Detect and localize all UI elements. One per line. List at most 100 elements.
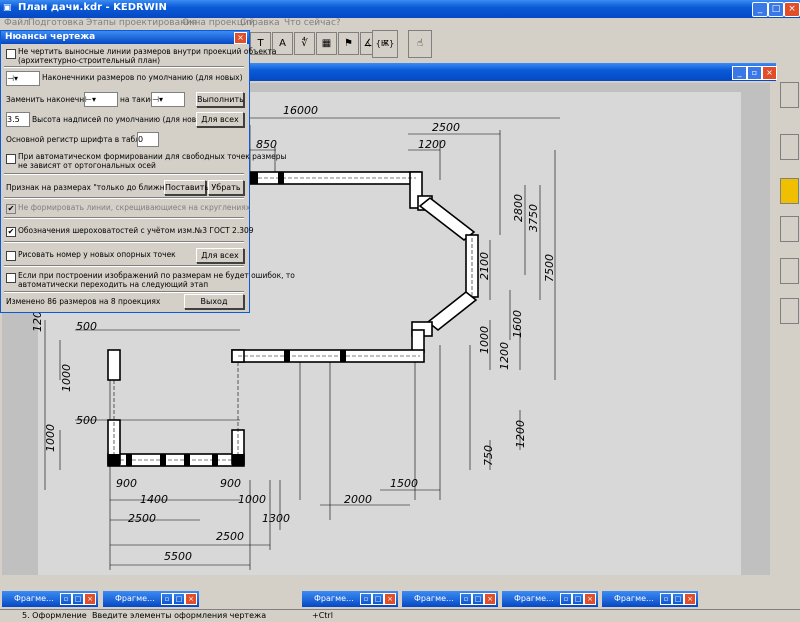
menu-prepare[interactable]: Подготовка [28,18,84,28]
points-tool-icon[interactable] [780,82,799,108]
dim-label: 2100 [478,252,491,280]
replace-to-label: на такие [120,95,155,104]
auto-dims-label-2: не зависят от ортогональных осей [18,161,156,170]
formula-tool-icon[interactable]: ∜ [294,32,315,55]
maximize-button[interactable]: □ [768,2,784,17]
letter-tool-icon[interactable]: A [272,32,293,55]
fragment-max-icon[interactable]: □ [72,593,84,605]
dim-label: 2500 [128,512,156,525]
hand-icon[interactable]: ☝ [408,30,432,58]
no-extension-lines-label-2: (архитектурно-строительный план) [18,56,160,65]
number-for-all-button[interactable]: Для всех [196,248,244,263]
drawing-minimize-button[interactable]: _ [732,66,747,80]
draw-point-number-checkbox[interactable] [6,251,16,261]
toolbar: T A ∜ ▦ ⚑ ∡ {Ѭ} ☝ [0,30,800,60]
menu-views[interactable]: Окна проекций [182,18,255,28]
auto-next-stage-label-2: автоматически переходить на следующий эт… [18,280,209,289]
replace-from-select[interactable]: ⊢▾ [84,92,118,107]
dim-label: 1000 [44,424,57,452]
dim-label: 3750 [527,204,540,232]
hatch-tool-icon[interactable]: ▦ [316,32,337,55]
font-register-spinner[interactable]: 0 [137,132,159,147]
fragment-restore-icon[interactable]: ▫ [460,593,472,605]
no-extension-lines-checkbox[interactable] [6,49,16,59]
dim-label: 1300 [262,512,290,525]
height-for-all-button[interactable]: Для всех [196,112,244,127]
execute-button[interactable]: Выполнить [196,92,244,107]
menu-help[interactable]: Справка [240,18,280,28]
flag-tool-icon[interactable]: ⚑ [338,32,359,55]
fragment-window-2[interactable]: Фрагме... ▫ □ × [103,591,199,607]
menu-stages[interactable]: Этапы проектирования [86,18,198,28]
default-arrow-label: Наконечники размеров по умолчанию (для н… [42,73,243,82]
auto-dims-checkbox[interactable] [6,154,16,164]
dim-label: 1000 [238,493,266,506]
default-arrow-select[interactable]: ⊣▾ [6,71,40,86]
fragment-restore-icon[interactable]: ▫ [560,593,572,605]
fragment-max-icon[interactable]: □ [572,593,584,605]
set-button[interactable]: Поставить [164,180,209,195]
stage-tool-icon[interactable] [780,216,799,242]
changed-summary: Изменено 86 размеров на 8 проекциях [6,297,161,306]
fragment-close-icon[interactable]: × [384,593,396,605]
fragment-window-5[interactable]: Фрагме... ▫ □ × [502,591,598,607]
fragment-close-icon[interactable]: × [84,593,96,605]
remove-button[interactable]: Убрать [208,180,244,195]
dim-label: 1200 [514,420,527,448]
horizontal-scrollbar[interactable] [2,575,770,587]
drawing-nuances-dialog: Нюансы чертежа × Не чертить выносные лин… [0,30,295,313]
roughness-label: Обозначения шероховатостей с учётом изм.… [18,226,254,235]
app-icon: ▣ [3,3,12,13]
fragment-restore-icon[interactable]: ▫ [360,593,372,605]
fragment-max-icon[interactable]: □ [472,593,484,605]
fragment-window-3[interactable]: Фрагме... ▫ □ × [302,591,398,607]
fragment-restore-icon[interactable]: ▫ [660,593,672,605]
fragment-close-icon[interactable]: × [185,593,197,605]
fragment-close-icon[interactable]: × [684,593,696,605]
fragment-close-icon[interactable]: × [484,593,496,605]
no-rounding-lines-label: Не формировать линии, скрещивающиеся на … [18,203,251,212]
dim-label: 5500 [164,550,192,563]
dim-label: 1200 [498,342,511,370]
auto-next-stage-checkbox[interactable] [6,273,16,283]
dim-label: 850 [256,138,277,151]
plan-tool-icon[interactable] [780,178,799,204]
fragment-window-1[interactable]: Фрагме... ▫ □ × [2,591,98,607]
menu-file[interactable]: Файл [4,18,29,28]
text-tool-icon[interactable]: T [250,32,271,55]
drawing-close-button[interactable]: × [762,66,777,80]
dim-label: 7500 [543,254,556,282]
status-hint: Введите элементы оформления чертежа [92,611,267,620]
fragment-window-6[interactable]: Фрагме... ▫ □ × [602,591,698,607]
dim-label: 750 [482,445,495,466]
fragment-window-4[interactable]: Фрагме... ▫ □ × [402,591,498,607]
fragment-close-icon[interactable]: × [584,593,596,605]
dim-label: 2500 [432,121,460,134]
no-rounding-lines-checkbox: ✔ [6,204,16,214]
menu-whatnow[interactable]: Что сейчас? [284,18,341,28]
fragment-restore-icon[interactable]: ▫ [161,593,173,605]
no-extension-lines-label: Не чертить выносные линии размеров внутр… [18,47,277,56]
fragment-max-icon[interactable]: □ [173,593,185,605]
text-height-select[interactable]: 3.5 [6,112,30,127]
roughness-checkbox[interactable]: ✔ [6,227,16,237]
fragment-restore-icon[interactable]: ▫ [60,593,72,605]
dim-label: 16000 [283,104,318,117]
dialog-close-button[interactable]: × [234,32,247,44]
symbol-tool-icon[interactable] [780,134,799,160]
script-button[interactable]: {Ѭ} [372,30,398,58]
app-title: План дачи.kdr - KEDRWIN [18,2,167,13]
minimize-button[interactable]: _ [752,2,768,17]
exit-button[interactable]: Выход [184,294,244,309]
text-height-label: Высота надписей по умолчанию (для новых) [32,115,210,124]
dim-label: 1600 [511,310,524,338]
fragment-max-icon[interactable]: □ [372,593,384,605]
print-tool-icon[interactable] [780,298,799,324]
dialog-title: Нюансы чертежа [1,31,249,44]
sheet-tool-icon[interactable] [780,258,799,284]
replace-arrows-label: Заменить наконечники [6,95,99,104]
replace-to-select[interactable]: ⊣▾ [151,92,185,107]
drawing-restore-button[interactable]: ▫ [747,66,762,80]
fragment-max-icon[interactable]: □ [672,593,684,605]
dim-label: 500 [76,320,97,333]
